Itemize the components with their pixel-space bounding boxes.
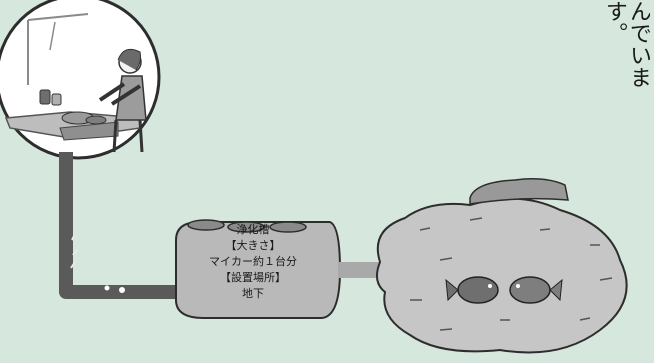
tank-name: 浄化槽 bbox=[236, 223, 270, 236]
pond bbox=[375, 178, 628, 354]
size-value: マイカー約１台分 bbox=[209, 255, 297, 268]
location-value: 地下 bbox=[242, 287, 264, 300]
location-heading: 【設置場所】 bbox=[220, 271, 286, 284]
drain-pipe bbox=[59, 152, 180, 299]
size-heading: 【大きさ】 bbox=[225, 239, 281, 252]
septic-tank-label: 浄化槽 【大きさ】 マイカー約１台分 【設置場所】 地下 bbox=[178, 222, 328, 302]
septic-tank bbox=[175, 219, 342, 319]
kitchen-illustration bbox=[0, 0, 161, 160]
caption-vertical-text: んでいます。 bbox=[602, 0, 650, 88]
